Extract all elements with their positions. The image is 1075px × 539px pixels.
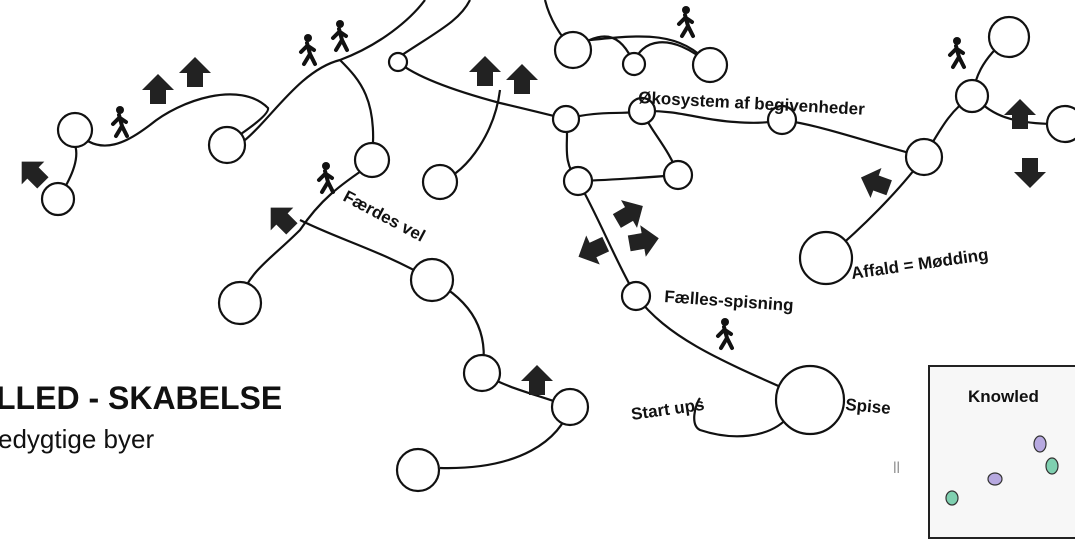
arrow-icon [179,57,211,87]
dot [987,472,1003,486]
node [620,280,652,312]
arrow-icon [1014,158,1046,188]
node [462,353,502,393]
node [207,125,247,165]
inset-title: Knowled [968,387,1039,406]
node [627,96,657,126]
knowledge-inset: Knowled [928,365,1075,539]
node [217,280,263,326]
node [421,163,459,201]
node [409,257,455,303]
node [395,447,441,493]
node [774,364,846,436]
node [553,30,593,70]
node [662,159,694,191]
label-ecosystem: Økosystem af begivenheder [638,88,866,119]
label-spise: Spise [845,395,892,418]
walker-icon [716,316,734,350]
label-faerdes: Færdes vel [340,187,428,246]
arrow-icon [626,222,662,260]
slide-subtitle: edygtige byer [0,424,155,454]
walker-icon [331,18,349,52]
arrow-icon [521,365,553,395]
walker-icon [299,32,317,66]
node [987,15,1031,59]
dot [945,490,959,506]
dot [1045,457,1059,475]
node [691,46,729,84]
node [766,104,798,136]
walker-icon [677,4,695,38]
arrow-icon [506,64,538,94]
arrow-icons [10,56,1046,395]
network-diagram: Økosystem af begivenheder Færdes vel Aff… [10,0,1075,493]
node [1045,104,1075,144]
node [387,51,409,73]
walker-icon [948,35,966,69]
node [904,137,944,177]
label-faelles: Fælles-spisning [664,287,794,315]
node [353,141,391,179]
inset-dots [945,435,1059,506]
arrow-icon [855,162,895,203]
network-nodes [40,15,1075,493]
node [551,104,581,134]
label-affald: Affald = Mødding [850,245,990,283]
walker-icon [317,160,335,194]
node [621,51,647,77]
dot [1033,435,1047,453]
node [954,78,990,114]
node [550,387,590,427]
walker-icon [111,104,129,138]
arrow-icon [469,56,501,86]
arrow-icon [1004,99,1036,129]
node [40,181,76,217]
node [56,111,94,149]
marker-text: ll [893,460,901,477]
node [798,230,854,286]
arrow-icon [142,74,174,104]
slide-title: LLED - SKABELSE [0,380,283,416]
node [562,165,594,197]
